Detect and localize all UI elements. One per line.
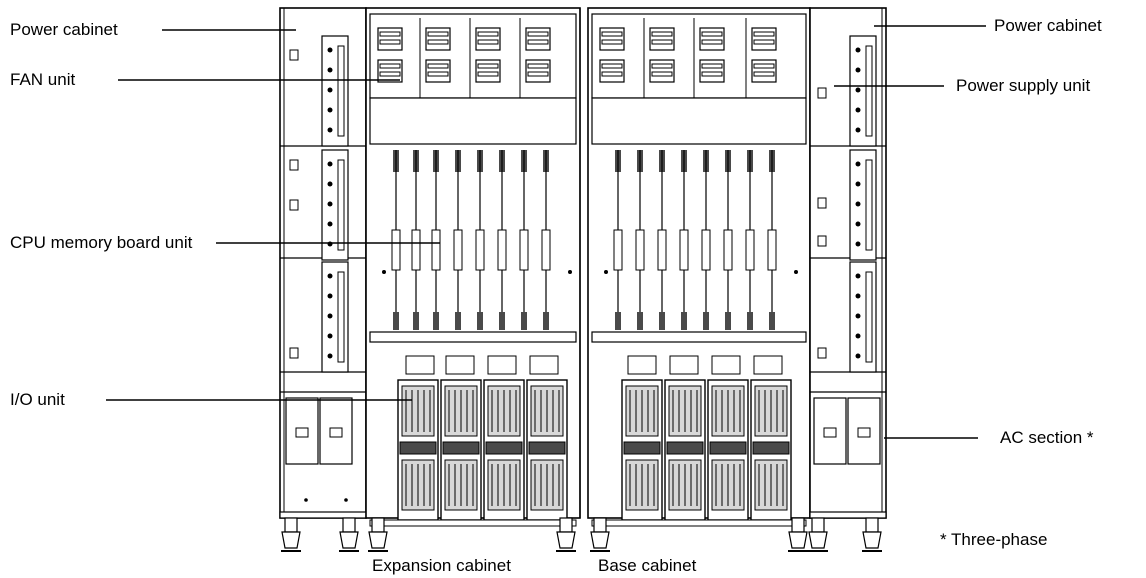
label-power-cabinet-left: Power cabinet	[10, 20, 118, 39]
right-power-cabinet	[807, 7, 887, 552]
label-fan-unit: FAN unit	[10, 70, 76, 89]
callout-lines	[106, 25, 986, 439]
label-io-unit: I/O unit	[10, 390, 65, 409]
label-power-supply-unit: Power supply unit	[956, 76, 1091, 95]
footnote-three-phase: * Three-phase	[940, 530, 1048, 549]
label-base-cabinet: Base cabinet	[598, 556, 697, 575]
label-cpu-memory-board-unit: CPU memory board unit	[10, 233, 193, 252]
left-power-cabinet	[279, 7, 367, 552]
base-cabinet	[579, 7, 811, 552]
label-expansion-cabinet: Expansion cabinet	[372, 556, 511, 575]
label-power-cabinet-right: Power cabinet	[994, 16, 1102, 35]
label-ac-section: AC section *	[1000, 428, 1094, 447]
expansion-cabinet	[365, 7, 581, 552]
